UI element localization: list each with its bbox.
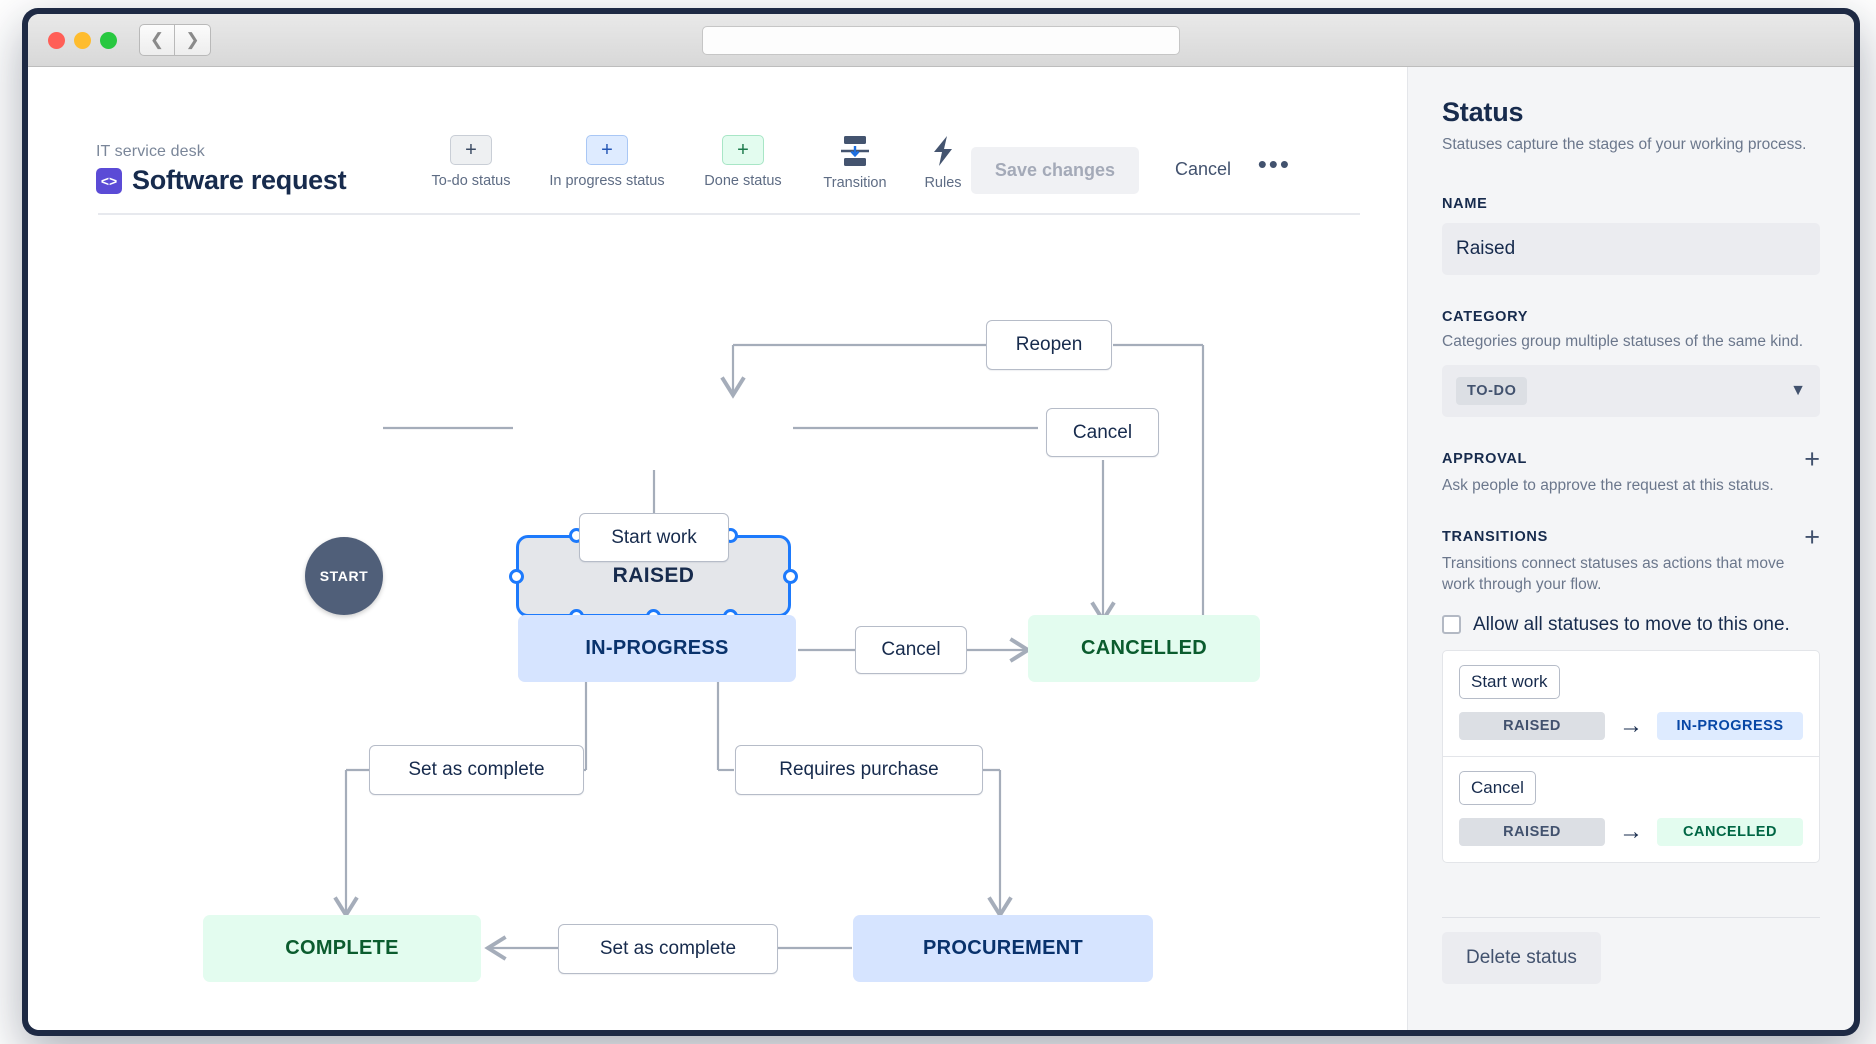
start-node[interactable]: START	[305, 537, 383, 615]
transition-card-name[interactable]: Start work	[1459, 664, 1560, 699]
transitions-label: TRANSITIONS	[1442, 528, 1548, 545]
arrow-right-icon: →	[1619, 711, 1643, 739]
workflow-toolbar: + To-do status + In progress status + Do…	[403, 135, 987, 191]
resize-handle-right[interactable]	[783, 569, 798, 584]
address-bar[interactable]	[702, 26, 1180, 55]
cancel-button[interactable]: Cancel	[1174, 159, 1231, 179]
status-node-complete[interactable]: COMPLETE	[203, 915, 481, 982]
transition-label-cancel-inprogress[interactable]: Cancel	[855, 626, 967, 674]
delete-status-button[interactable]: Delete status	[1442, 932, 1601, 984]
category-field-label: CATEGORY	[1442, 308, 1529, 325]
status-node-procurement[interactable]: PROCUREMENT	[853, 915, 1153, 982]
transition-card-flow: RAISED → IN-PROGRESS	[1459, 711, 1803, 740]
transitions-hint: Transitions connect statuses as actions …	[1442, 554, 1785, 593]
transition-from-status: RAISED	[1459, 711, 1605, 740]
status-node-label: RAISED	[516, 535, 791, 617]
transition-to-status: IN-PROGRESS	[1657, 711, 1803, 740]
transition-label-start-work[interactable]: Start work	[579, 513, 729, 562]
lightning-icon	[930, 135, 956, 167]
maximize-window-button[interactable]	[100, 31, 117, 49]
chevron-left-icon[interactable]: ❮	[139, 24, 175, 56]
chevron-right-icon[interactable]: ❯	[175, 24, 211, 56]
plus-icon: +	[450, 135, 492, 165]
transitions-list: Start work RAISED → IN-PROGRESS Cancel R…	[1442, 649, 1820, 863]
transition-card[interactable]: Cancel RAISED → CANCELLED	[1443, 755, 1819, 862]
app-content: IT service desk <> Software request + To…	[28, 67, 1854, 1030]
status-node-in-progress[interactable]: IN-PROGRESS	[518, 615, 796, 682]
workflow-header: IT service desk <> Software request + To…	[28, 67, 1407, 215]
transition-label-requires-purchase[interactable]: Requires purchase	[735, 745, 983, 795]
workflow-canvas-pane: IT service desk <> Software request + To…	[28, 67, 1408, 1030]
save-changes-button[interactable]: Save changes	[970, 147, 1139, 194]
approval-label: APPROVAL	[1442, 450, 1528, 467]
header-divider	[98, 213, 1360, 215]
plus-icon: +	[586, 135, 628, 165]
panel-divider	[1442, 917, 1820, 918]
transition-label-set-as-complete-1[interactable]: Set as complete	[369, 745, 584, 795]
resize-handle-left[interactable]	[509, 569, 524, 584]
tool-label: To-do status	[431, 173, 511, 189]
add-inprogress-status-tool[interactable]: + In progress status	[539, 135, 675, 189]
allow-all-statuses-checkbox[interactable]	[1442, 615, 1461, 635]
panel-subtitle: Statuses capture the stages of your work…	[1442, 136, 1807, 153]
page-title: Software request	[132, 165, 347, 195]
more-options-icon[interactable]: •••	[1257, 149, 1291, 179]
add-done-status-tool[interactable]: + Done status	[675, 135, 811, 189]
status-details-panel: Status Statuses capture the stages of yo…	[1408, 67, 1854, 1030]
allow-all-statuses-row[interactable]: Allow all statuses to move to this one.	[1442, 614, 1820, 636]
transition-card-name[interactable]: Cancel	[1459, 770, 1536, 805]
transition-label-cancel-raised[interactable]: Cancel	[1046, 408, 1159, 457]
transition-card[interactable]: Start work RAISED → IN-PROGRESS	[1443, 651, 1819, 756]
code-brackets-icon: <>	[96, 167, 122, 194]
plus-icon: +	[722, 135, 764, 165]
approval-hint: Ask people to approve the request at thi…	[1442, 476, 1774, 494]
status-name-input[interactable]: Raised	[1442, 222, 1820, 275]
rules-tool[interactable]: Rules	[899, 135, 987, 191]
arrow-right-icon: →	[1619, 817, 1643, 845]
transition-card-flow: RAISED → CANCELLED	[1459, 817, 1803, 846]
transition-to-status: CANCELLED	[1657, 817, 1803, 846]
app-window: ❮ ❯ IT service desk <> Software request …	[22, 8, 1860, 1036]
chevron-down-icon: ▼	[1790, 381, 1806, 399]
name-field-label: NAME	[1442, 195, 1488, 212]
window-titlebar: ❮ ❯	[28, 14, 1854, 67]
tool-label: Rules	[924, 175, 962, 191]
status-node-raised[interactable]: RAISED	[509, 528, 798, 624]
transition-icon	[838, 135, 872, 167]
window-inner: ❮ ❯ IT service desk <> Software request …	[28, 14, 1854, 1030]
allow-all-statuses-label: Allow all statuses to move to this one.	[1473, 613, 1790, 635]
traffic-lights	[48, 31, 117, 49]
category-badge: TO-DO	[1456, 376, 1528, 405]
page-title-row: <> Software request	[96, 165, 347, 196]
add-transition-tool[interactable]: Transition	[811, 135, 899, 191]
category-select[interactable]: TO-DO ▼	[1442, 364, 1820, 417]
panel-title: Status	[1442, 97, 1524, 127]
add-approval-icon[interactable]: +	[1804, 443, 1820, 474]
add-transition-icon[interactable]: +	[1804, 521, 1820, 552]
close-window-button[interactable]	[48, 31, 65, 49]
transition-label-reopen[interactable]: Reopen	[986, 320, 1112, 370]
status-node-cancelled[interactable]: CANCELLED	[1028, 615, 1260, 682]
workflow-diagram: START RAISED IN-PROGRESS CANC	[28, 215, 1408, 1030]
minimize-window-button[interactable]	[74, 31, 91, 49]
category-hint: Categories group multiple statuses of th…	[1442, 332, 1803, 350]
browser-nav-buttons: ❮ ❯	[139, 24, 211, 56]
add-todo-status-tool[interactable]: + To-do status	[403, 135, 539, 189]
transition-from-status: RAISED	[1459, 817, 1605, 846]
tool-label: Done status	[704, 173, 782, 189]
tool-label: In progress status	[549, 173, 665, 189]
transition-label-set-as-complete-2[interactable]: Set as complete	[558, 924, 778, 974]
breadcrumb[interactable]: IT service desk	[96, 143, 205, 160]
tool-label: Transition	[823, 175, 887, 191]
